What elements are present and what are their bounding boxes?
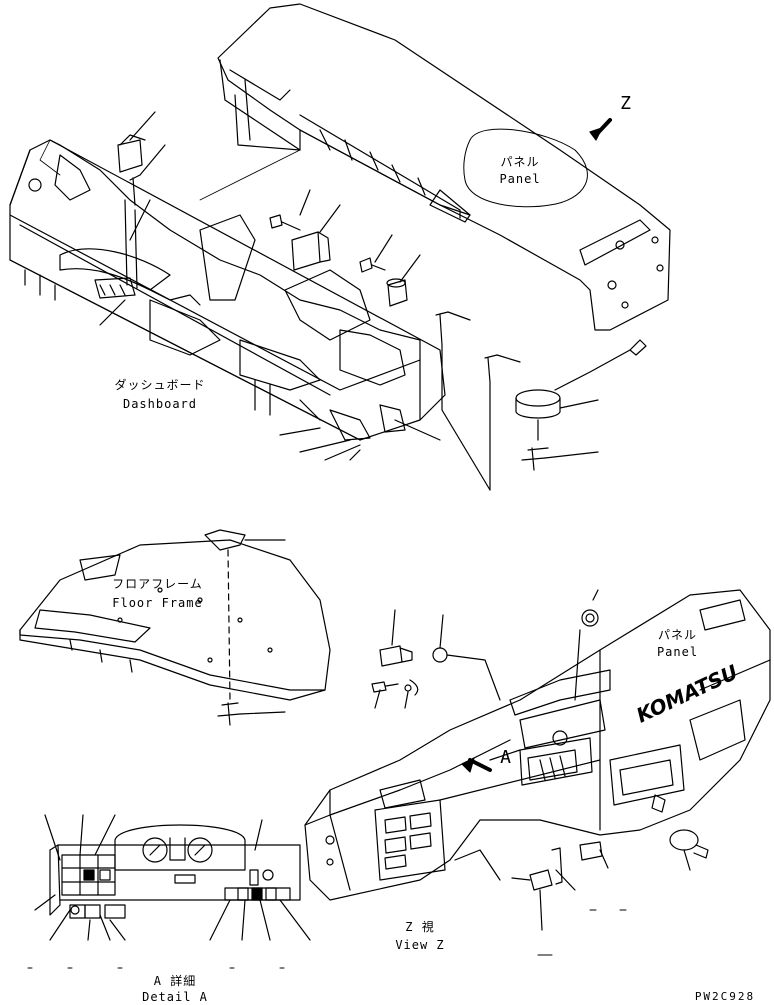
panel-bottom-label-jp: パネル	[657, 628, 697, 642]
view-z-label-en: View Z	[395, 938, 445, 952]
relay-part-top	[117, 111, 156, 173]
brand-logo-panel: KOMATSU	[633, 660, 742, 728]
view-z-arrow-letter: Z	[620, 93, 632, 114]
panel-top-label-jp: パネル	[500, 155, 540, 169]
screw-part-bottom	[371, 681, 412, 709]
bolt-part-right	[359, 234, 393, 273]
sensor-part-bottom	[669, 829, 709, 871]
dashboard-frame-drawing	[9, 139, 446, 441]
switch-part-bottom	[379, 609, 413, 667]
relay-part-center	[291, 204, 341, 271]
detail-a-label-en: Detail A	[142, 990, 208, 1004]
detail-a-tick-marks	[27, 909, 627, 969]
screws-right-column	[435, 311, 521, 491]
bolt-part-left	[269, 189, 311, 231]
dashboard-label-en: Dashboard	[122, 397, 198, 411]
screw-part-top	[129, 144, 166, 206]
leader-lines-top-left	[99, 299, 361, 461]
bulb-part-bottom	[409, 614, 501, 701]
view-a-arrow-letter: A	[500, 747, 512, 768]
view-z-label-jp: Z 視	[405, 920, 435, 934]
cylinder-part	[386, 254, 421, 307]
panel-top-drawing	[199, 3, 671, 331]
panel-bottom-label-en: Panel	[656, 645, 699, 659]
detail-a-label-jp: A 詳細	[153, 974, 197, 988]
brand-logo-text: KOMATSU	[633, 660, 742, 728]
panel-bottom-drawing	[304, 589, 771, 901]
floor-frame-drawing	[19, 529, 331, 726]
floor-frame-label-jp: フロアフレーム	[112, 577, 203, 591]
dashboard-label-jp: ダッシュボード	[114, 378, 206, 392]
grommet-part	[574, 589, 599, 701]
panel-top-label-en: Panel	[499, 172, 541, 186]
detail-a-drawing	[34, 814, 311, 941]
floor-frame-label-en: Floor Frame	[112, 596, 203, 610]
buzzer-part	[515, 339, 647, 471]
drawing-code: PW2C928	[694, 990, 756, 1003]
connector-part-bottom	[454, 841, 609, 931]
